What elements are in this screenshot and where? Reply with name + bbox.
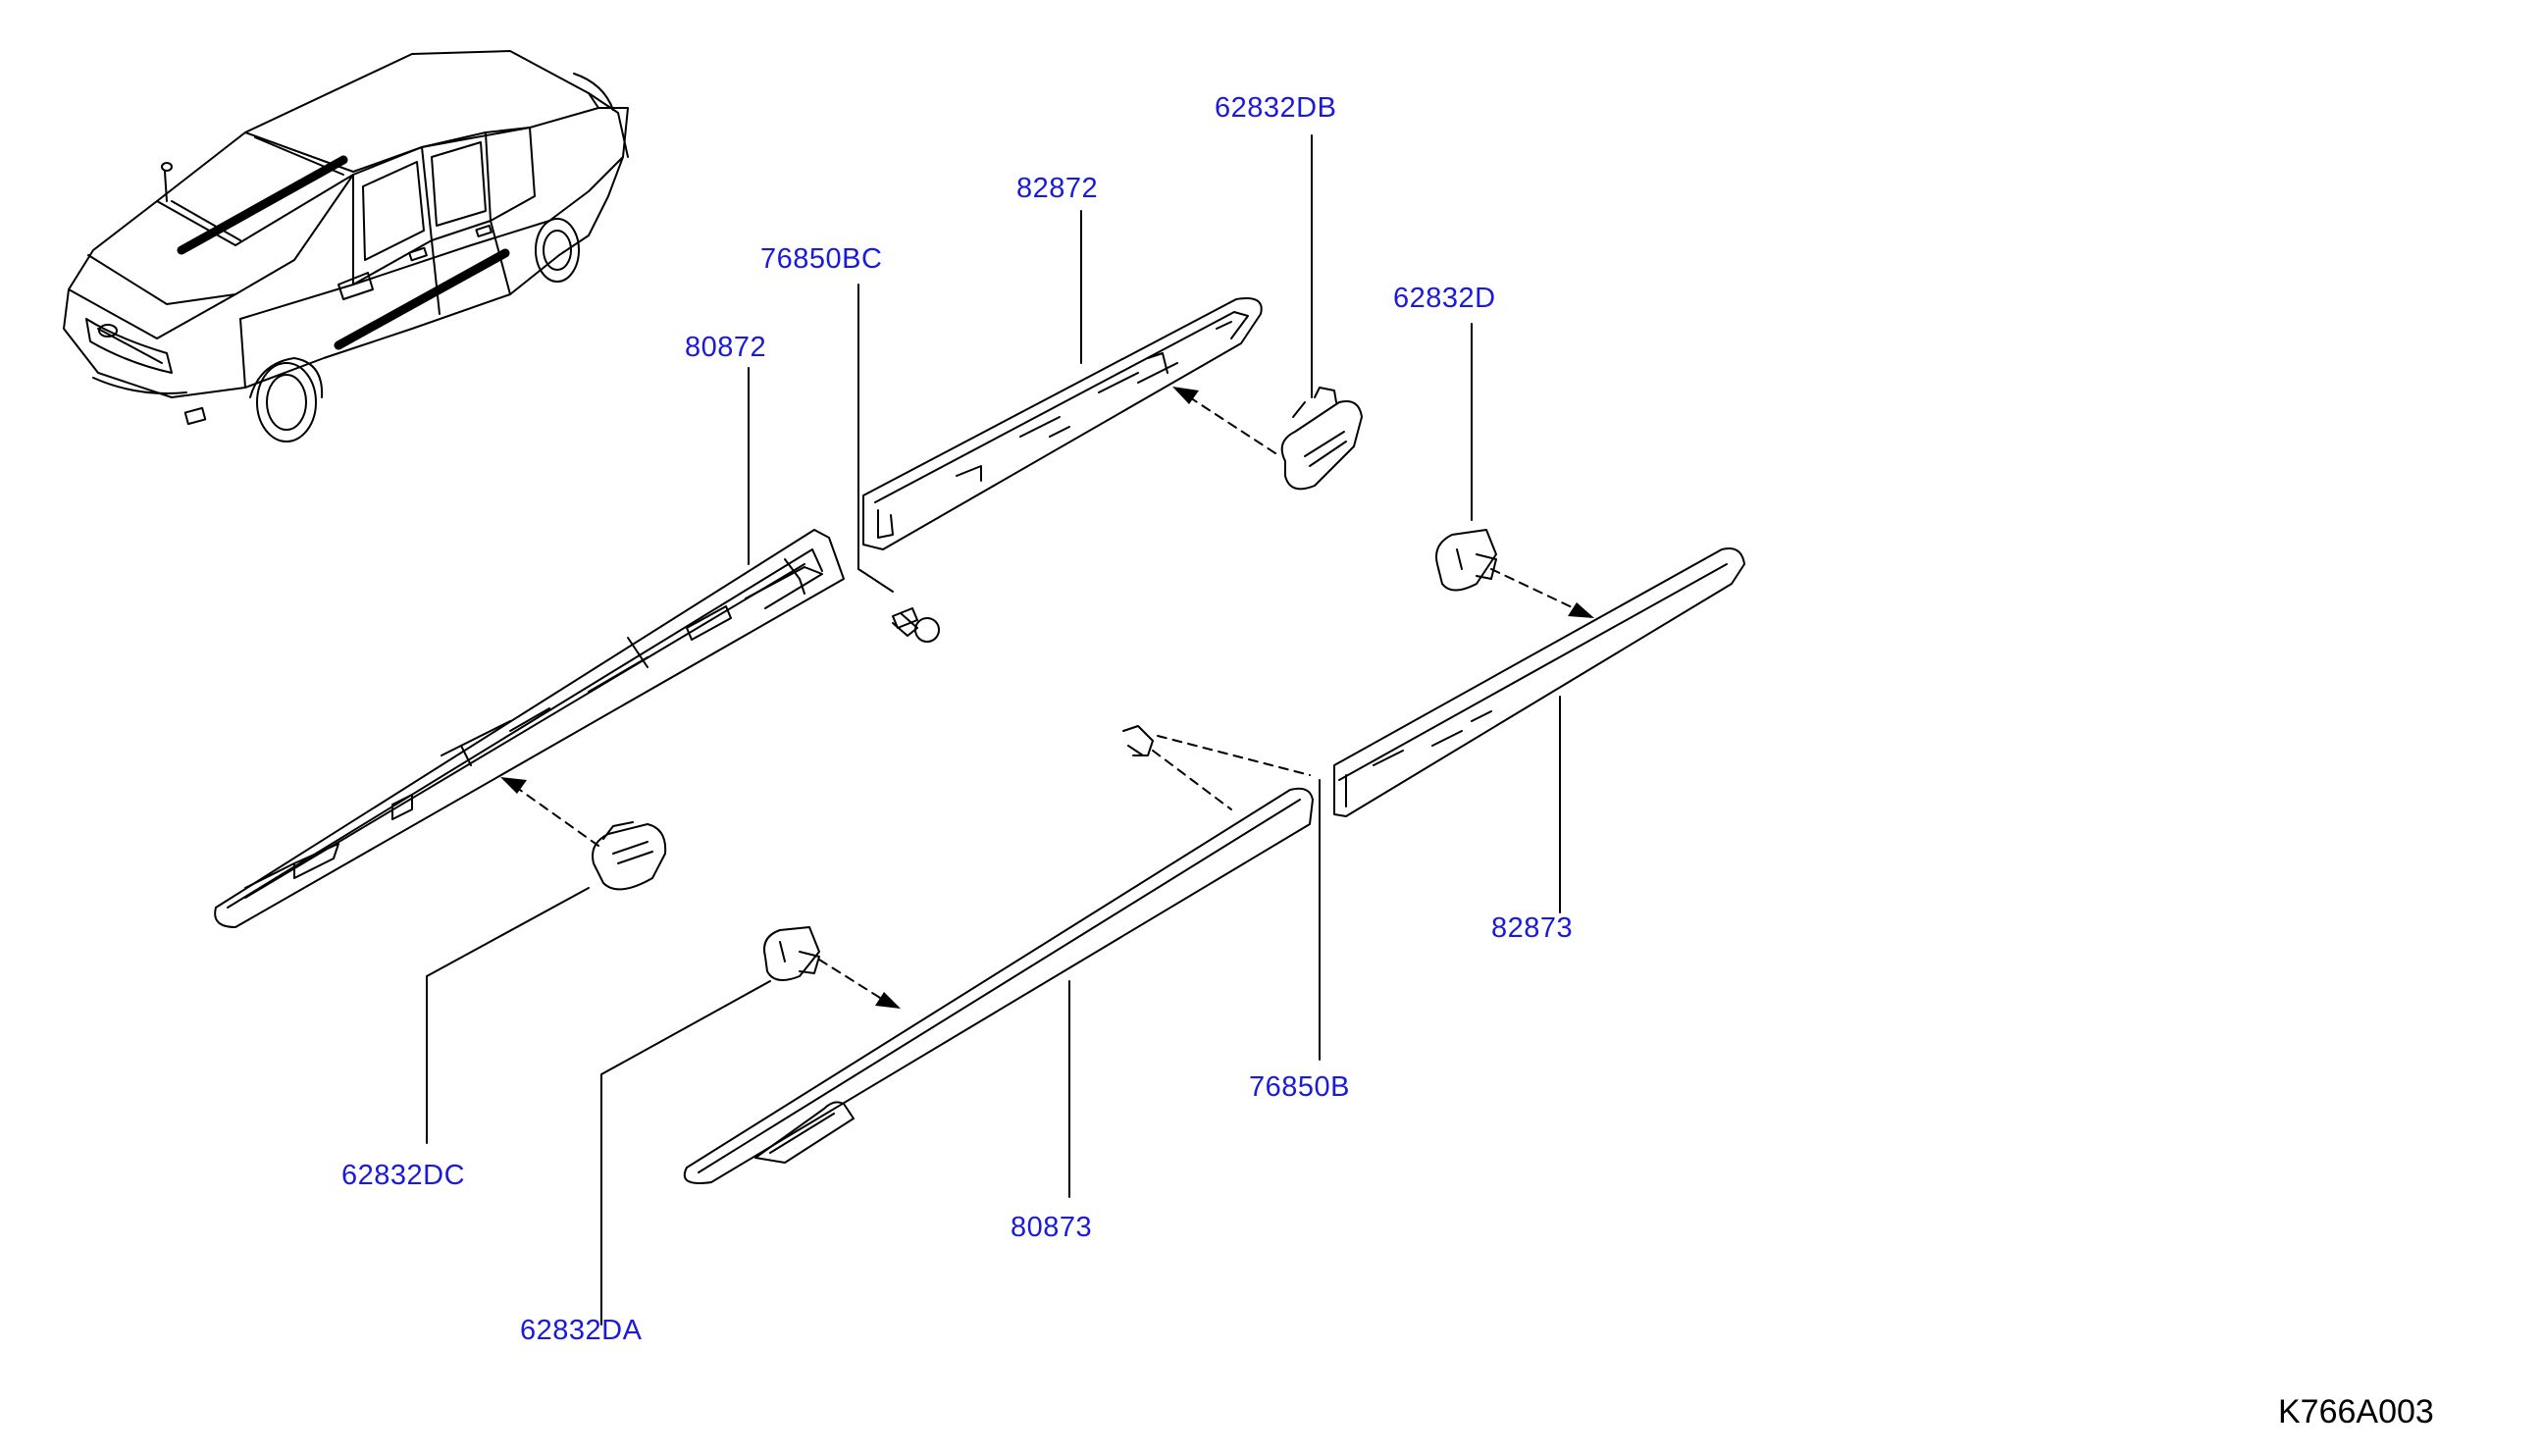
part-62832D-clip bbox=[1436, 530, 1496, 591]
part-62832DA-clip bbox=[764, 927, 819, 980]
callout-80873: 80873 bbox=[1011, 1212, 1093, 1243]
part-82873-rear-lower-moulding bbox=[1334, 548, 1744, 816]
callout-76850BC: 76850BC bbox=[760, 243, 883, 275]
callout-62832DB: 62832DB bbox=[1215, 92, 1337, 124]
callout-62832D: 62832D bbox=[1393, 283, 1496, 314]
part-76850B-clip bbox=[1123, 726, 1153, 755]
part-62832DB-clip bbox=[1282, 388, 1362, 489]
part-76850BC-screw bbox=[893, 608, 939, 642]
assembly-arrows bbox=[500, 387, 1594, 1009]
part-80872-front-door-moulding bbox=[215, 530, 844, 927]
part-80873-front-lower-moulding bbox=[685, 789, 1313, 1183]
leader-lines bbox=[426, 134, 1561, 1326]
callout-80872: 80872 bbox=[685, 332, 767, 363]
callout-82873: 82873 bbox=[1491, 912, 1574, 944]
callout-82872: 82872 bbox=[1016, 173, 1099, 204]
callout-62832DC: 62832DC bbox=[341, 1160, 466, 1191]
part-62832DC-clip bbox=[593, 822, 665, 889]
callout-62832DA: 62832DA bbox=[520, 1315, 643, 1346]
drawing-id: K766A003 bbox=[2278, 1393, 2434, 1430]
vehicle-overview-illustration bbox=[64, 51, 628, 442]
callout-76850B: 76850B bbox=[1249, 1071, 1350, 1103]
assembly-guides bbox=[509, 391, 1585, 1004]
part-82872-rear-door-moulding bbox=[863, 298, 1262, 549]
